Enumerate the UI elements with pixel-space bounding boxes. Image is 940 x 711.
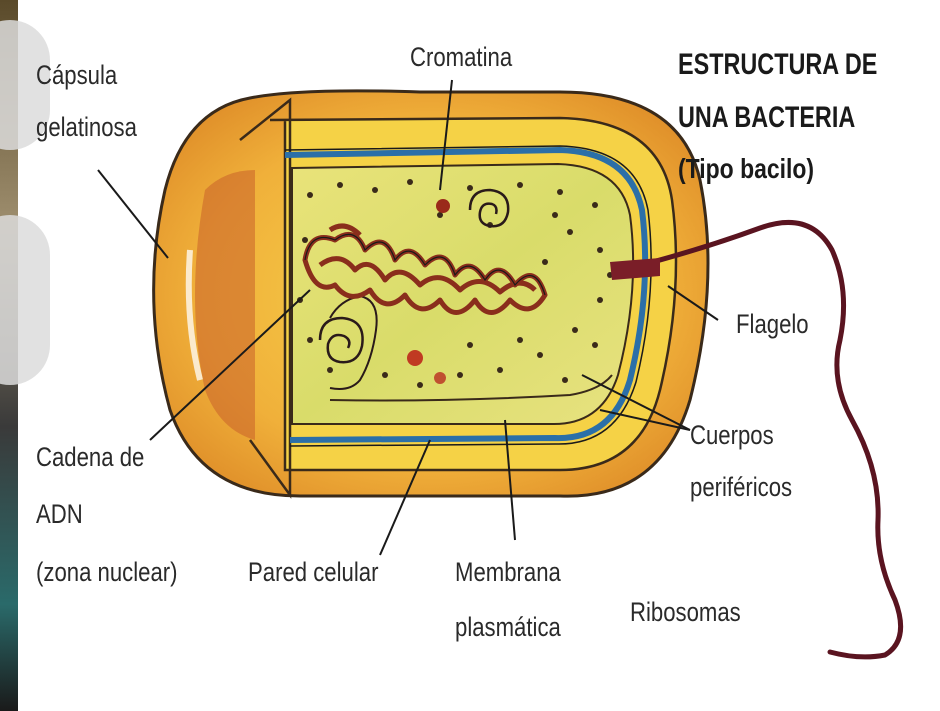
- peripheral-body-1: [436, 199, 450, 213]
- label-cuerpos-1: Cuerpos: [690, 418, 774, 452]
- label-cadena-1: Cadena de: [36, 440, 144, 474]
- label-cuerpos-2: periféricos: [690, 470, 792, 504]
- label-ribosomas: Ribosomas: [630, 595, 741, 629]
- label-cromatina: Cromatina: [410, 40, 512, 74]
- label-cadena-3: (zona nuclear): [36, 555, 178, 589]
- title-line-1: ESTRUCTURA DE: [678, 46, 877, 83]
- title-line-2: UNA BACTERIA: [678, 99, 855, 136]
- label-membrana-1: Membrana: [455, 555, 561, 589]
- label-capsula-2: gelatinosa: [36, 110, 137, 144]
- label-flagelo: Flagelo: [736, 307, 809, 341]
- peripheral-body-3: [434, 372, 446, 384]
- label-pared: Pared celular: [248, 555, 378, 589]
- label-membrana-2: plasmática: [455, 610, 561, 644]
- label-capsula-1: Cápsula: [36, 58, 117, 92]
- title-line-3: (Tipo bacilo): [678, 152, 814, 186]
- label-cadena-2: ADN: [36, 497, 83, 531]
- peripheral-body-2: [407, 350, 423, 366]
